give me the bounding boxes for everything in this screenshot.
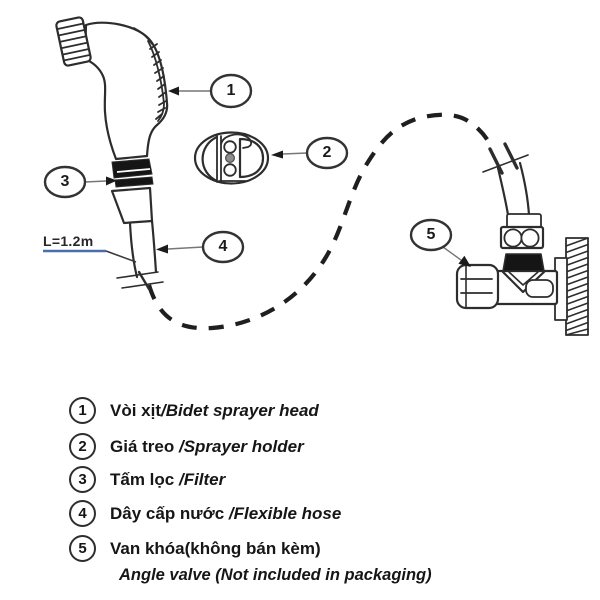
legend-item-5: 5 Van khóa(không bán kèm) bbox=[69, 535, 321, 562]
sprayer-nozzle-cap bbox=[55, 16, 92, 67]
legend-vi-1: Vòi xịt bbox=[110, 400, 162, 420]
dashed-hose-curve bbox=[146, 112, 494, 331]
legend-en-4: /Flexible hose bbox=[228, 503, 342, 523]
legend-en-3: /Filter bbox=[178, 469, 226, 489]
legend-item-3: 3 Tấm lọc /Filter bbox=[69, 466, 225, 493]
callout-3-number: 3 bbox=[60, 173, 70, 190]
wall-hatching bbox=[565, 237, 589, 336]
legend-badge-5: 5 bbox=[69, 535, 96, 562]
legend-badge-3: 3 bbox=[69, 466, 96, 493]
legend-en-2: /Sprayer holder bbox=[178, 436, 304, 456]
legend-badge-1: 1 bbox=[69, 397, 96, 424]
legend-item-4: 4 Dây cấp nước /Flexible hose bbox=[69, 500, 341, 527]
trigger-hatching bbox=[149, 43, 167, 120]
legend-vi-4: Dây cấp nước bbox=[110, 503, 229, 523]
legend-text-4: Dây cấp nước /Flexible hose bbox=[110, 504, 341, 524]
callout-leaders bbox=[84, 90, 462, 261]
valve-knob bbox=[455, 263, 500, 310]
legend-badge-4: 4 bbox=[69, 500, 96, 527]
legend-vi-5: Van khóa(không bán kèm) bbox=[110, 538, 321, 558]
legend-badge-2: 2 bbox=[69, 433, 96, 460]
sprayer-head-illustration bbox=[55, 16, 169, 161]
callout-2-number: 2 bbox=[322, 144, 332, 161]
legend-en-1: /Bidet sprayer head bbox=[161, 400, 319, 420]
legend-vi-3: Tấm lọc bbox=[110, 469, 179, 489]
legend-text-1: Vòi xịt/Bidet sprayer head bbox=[110, 401, 319, 421]
hose-illustration bbox=[110, 186, 164, 291]
callout-bubbles bbox=[43, 73, 453, 264]
legend-text-3: Tấm lọc /Filter bbox=[110, 470, 225, 490]
angle-valve-illustration bbox=[455, 142, 589, 336]
legend-item-1: 1 Vòi xịt/Bidet sprayer head bbox=[69, 397, 319, 424]
callout-4-number: 4 bbox=[218, 238, 228, 255]
length-leader bbox=[43, 249, 137, 263]
callout-5-number: 5 bbox=[426, 226, 436, 243]
legend-item-5-english-line: Angle valve (Not included in packaging) bbox=[119, 566, 432, 584]
legend-vi-2: Giá treo bbox=[110, 436, 179, 456]
legend-text-5: Van khóa(không bán kèm) bbox=[110, 539, 321, 559]
callout-arrowheads bbox=[106, 86, 471, 267]
sprayer-holder-illustration bbox=[193, 131, 270, 185]
callout-1-number: 1 bbox=[226, 82, 236, 99]
hose-length-label: L=1.2m bbox=[43, 233, 94, 249]
legend-item-2: 2 Giá treo /Sprayer holder bbox=[69, 433, 304, 460]
filter-illustration bbox=[111, 158, 154, 188]
legend-text-2: Giá treo /Sprayer holder bbox=[110, 437, 304, 457]
